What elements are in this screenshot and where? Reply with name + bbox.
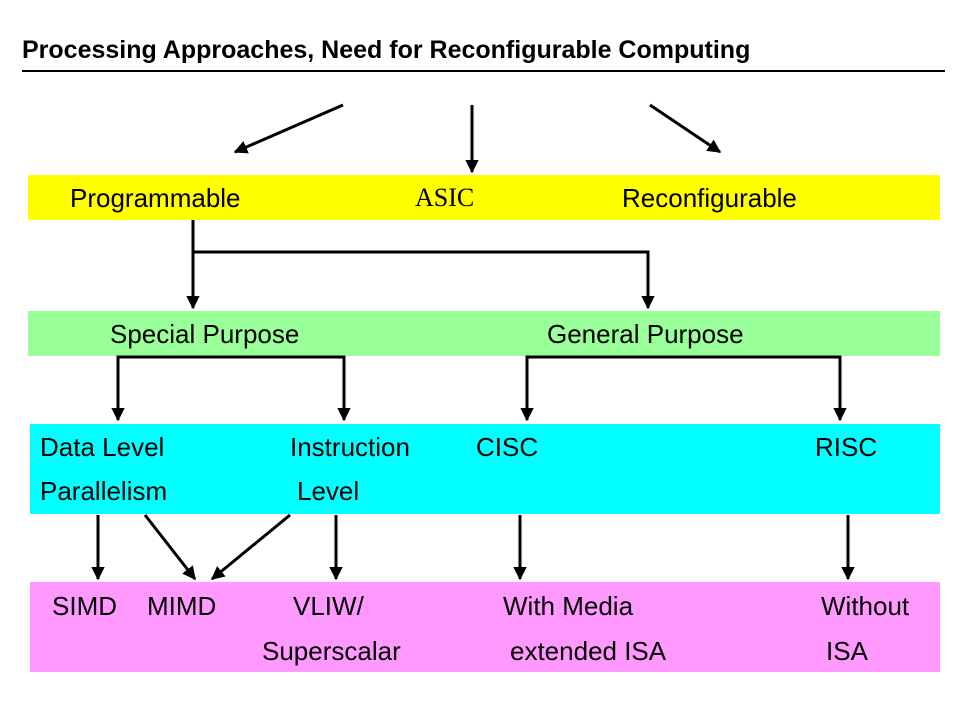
node-instruction-level-line2: Level — [297, 476, 360, 506]
arrow-to-cisc-risc — [520, 355, 847, 422]
node-general-purpose: General Purpose — [547, 319, 744, 349]
level1-band — [28, 175, 940, 220]
node-programmable: Programmable — [70, 183, 241, 213]
node-media-line2: extended ISA — [510, 636, 667, 666]
level2-band — [28, 311, 940, 356]
diagram-title: Processing Approaches, Need for Reconfig… — [22, 36, 751, 64]
level4-band — [30, 582, 940, 672]
node-media-line1: With Media — [503, 591, 634, 621]
arrow-to-programmable — [233, 103, 344, 154]
node-data-level-line2: Parallelism — [40, 476, 168, 506]
arrow-to-general-purpose — [193, 250, 655, 310]
arrow-data-to-mimd — [143, 514, 197, 581]
node-vliw-line2: Superscalar — [262, 636, 401, 666]
node-asic: ASIC — [415, 183, 475, 212]
node-instruction-level-line1: Instruction — [290, 432, 410, 462]
node-mimd: MIMD — [147, 591, 217, 621]
node-cisc: CISC — [476, 432, 539, 462]
level3-band — [30, 424, 940, 514]
arrow-to-reconfigurable — [649, 103, 722, 154]
node-special-purpose: Special Purpose — [110, 319, 300, 349]
node-vliw-line1: VLIW/ — [293, 591, 364, 621]
node-without-line1: Without — [821, 591, 910, 621]
node-without-line2: ISA — [826, 636, 868, 666]
arrow-to-data-level — [111, 355, 351, 422]
arrow-instruction-to-mimd — [210, 513, 291, 581]
node-reconfigurable: Reconfigurable — [622, 183, 797, 213]
node-risc: RISC — [815, 432, 878, 462]
node-data-level-line1: Data Level — [40, 432, 165, 462]
node-simd: SIMD — [52, 591, 117, 621]
